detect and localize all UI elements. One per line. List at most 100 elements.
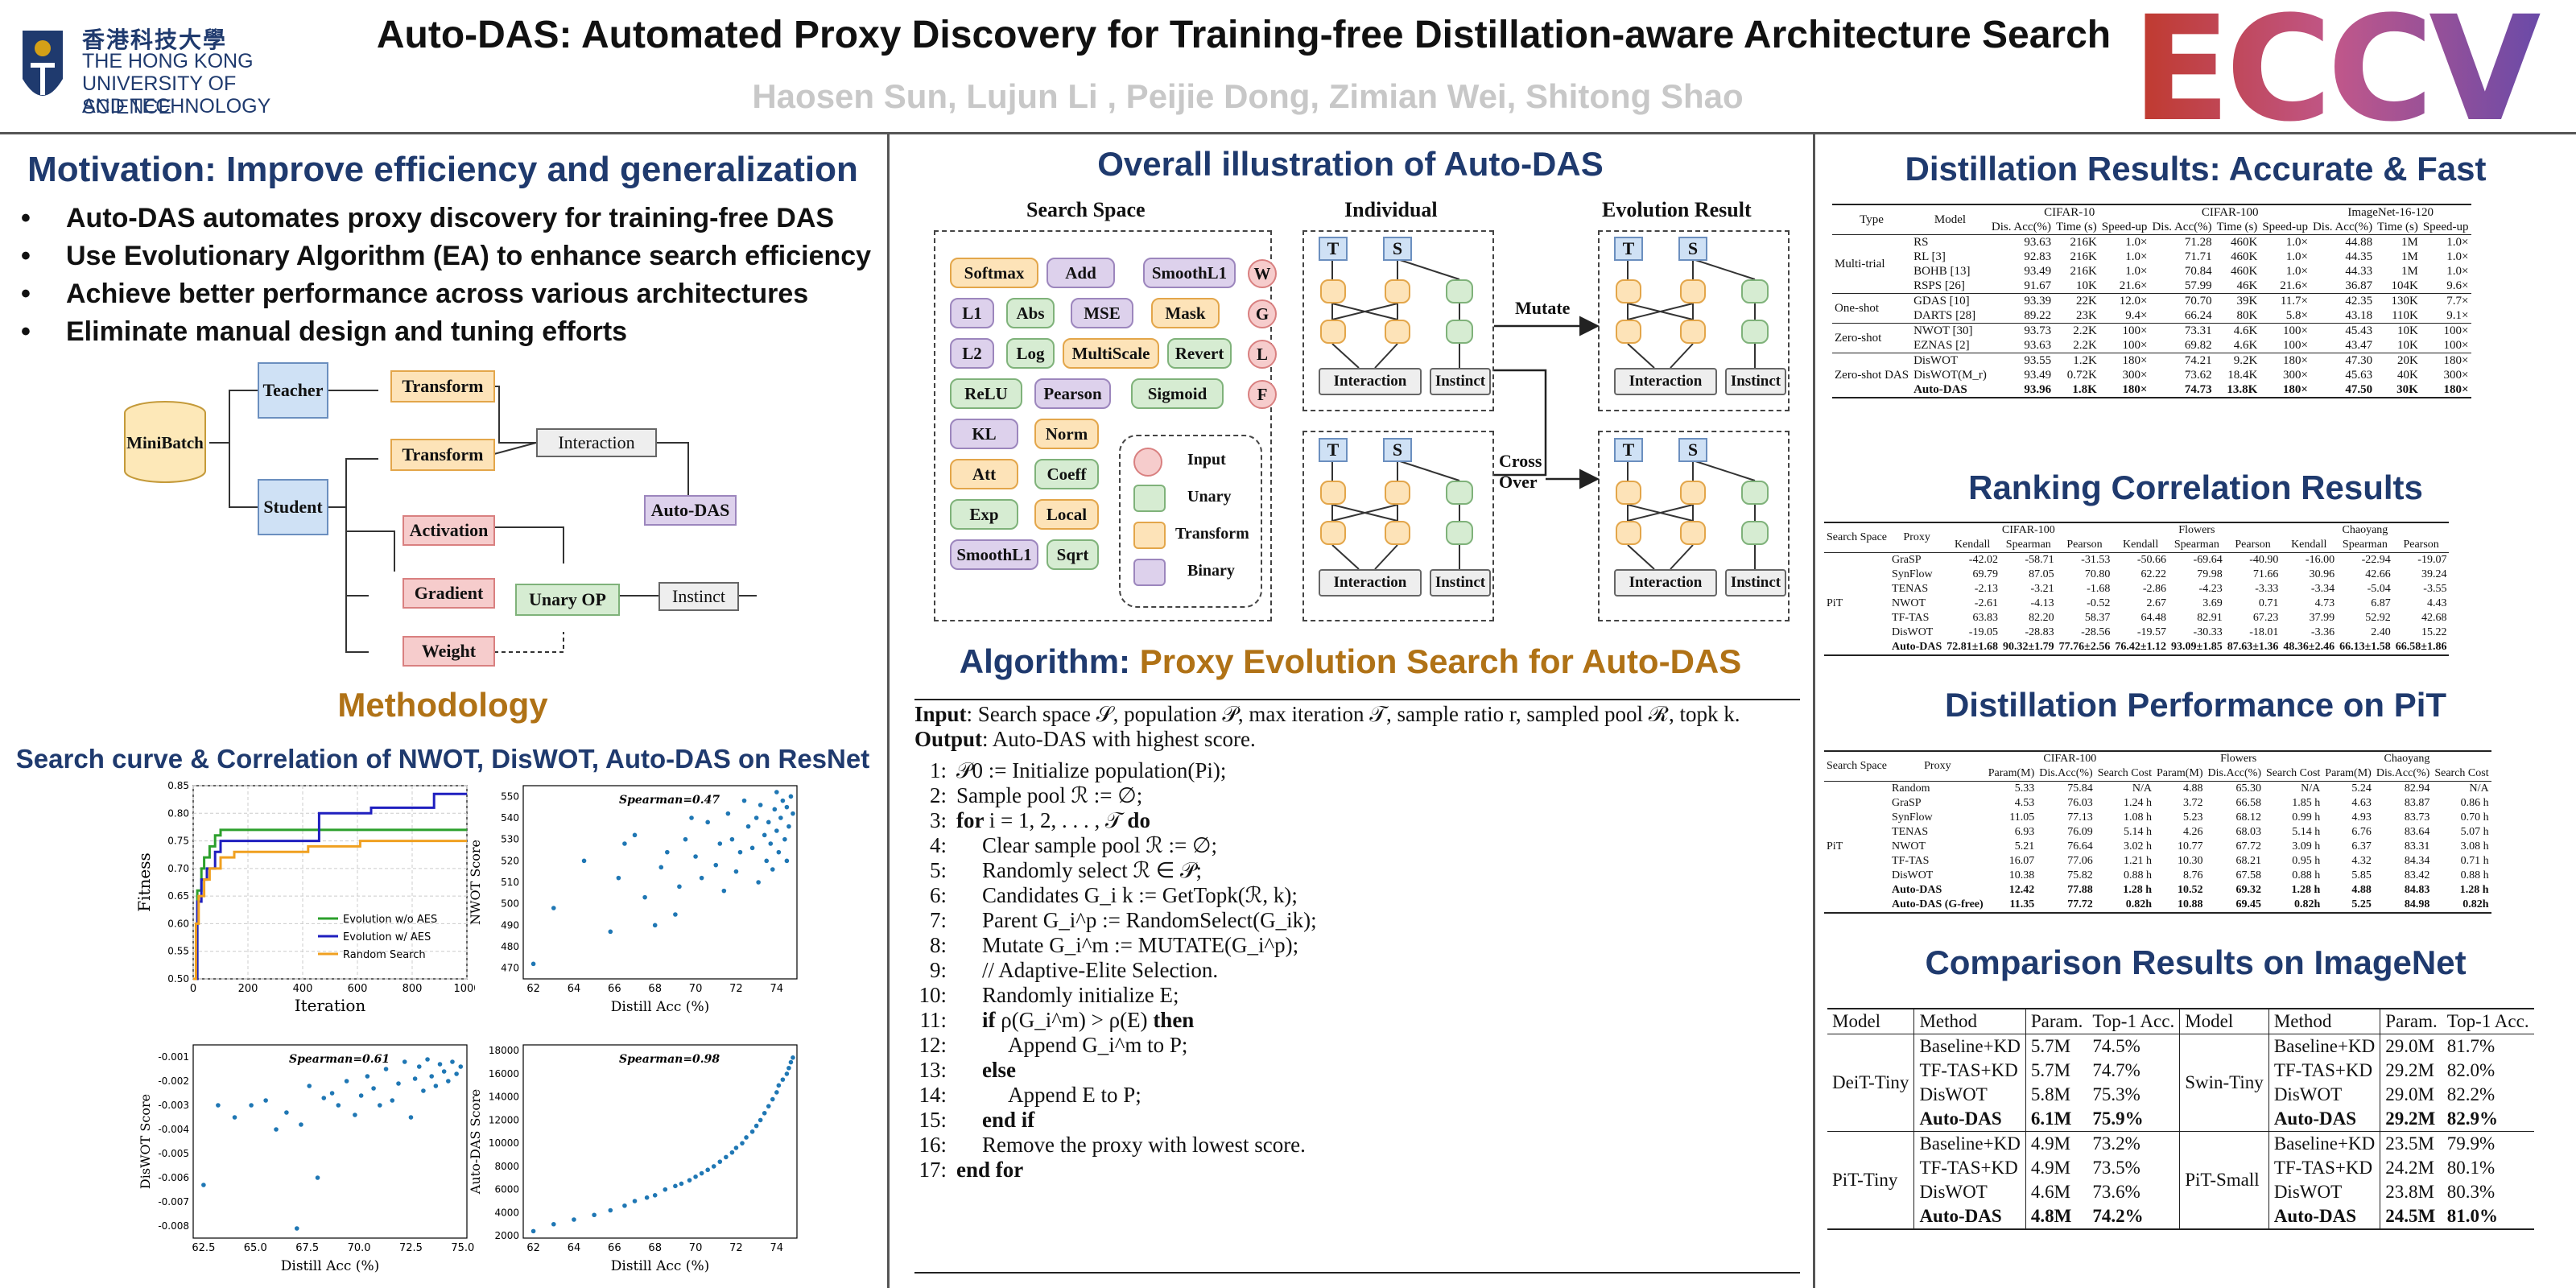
y-tick-label: -0.006 <box>158 1172 189 1183</box>
scatter-point <box>412 1076 418 1081</box>
table-cell: 180× <box>2282 383 2308 396</box>
student-node: S <box>1383 438 1412 462</box>
algorithm-step: 12:Append G_i^m to P; <box>914 1033 1800 1058</box>
table-cell: 81.0% <box>2446 1206 2498 1226</box>
table-cell: 10K <box>2075 279 2097 292</box>
evolution-result-label: Evolution Result <box>1602 198 1752 221</box>
scatter-point <box>776 1083 782 1088</box>
y-tick-label: -0.005 <box>158 1148 189 1159</box>
column-header: Top-1 Acc. <box>2446 1011 2529 1031</box>
table-cell: 29.0M <box>2380 1083 2442 1107</box>
bullet-item: Achieve better performance across variou… <box>16 275 871 313</box>
table-cell: 9.2K <box>2233 354 2258 367</box>
table-cell: 1M <box>2401 236 2418 249</box>
step-number: 17: <box>919 1158 947 1182</box>
bullet-item: Auto-DAS automates proxy discovery for t… <box>16 200 871 237</box>
teacher-label: Teacher <box>262 380 324 400</box>
table-cell: 75.82 <box>2067 869 2093 881</box>
search-space-chip: L <box>1248 340 1277 369</box>
algorithm-output: Output: Auto-DAS with highest score. <box>914 727 1800 752</box>
table-cell: 180× <box>2443 383 2469 396</box>
table-cell: TF-TAS <box>1892 612 1930 624</box>
algorithm-title-name: Proxy Evolution Search for Auto-DAS <box>1139 642 1742 680</box>
plot-area <box>192 785 468 980</box>
scatter-point <box>446 1079 451 1084</box>
table-cell: -22.94 <box>2361 554 2391 566</box>
transform-node <box>1385 279 1410 303</box>
scatter-point <box>622 841 627 846</box>
scatter-point <box>294 1226 299 1231</box>
gradient-label: Gradient <box>414 583 484 603</box>
table-cell: 6.87 <box>2371 597 2391 609</box>
table-cell: TF-TAS+KD <box>2268 1156 2380 1180</box>
table-cell: 100× <box>2443 324 2469 337</box>
transform-node <box>1385 481 1410 505</box>
scatter-point <box>274 1127 279 1132</box>
y-axis-label: Fitness <box>137 852 154 912</box>
scatter-point <box>284 1110 289 1115</box>
scatter-point <box>652 1193 658 1198</box>
scatter-point <box>378 1103 382 1108</box>
individual-label: Individual <box>1344 198 1438 221</box>
table-cell: 20K <box>2397 354 2418 367</box>
scatter-point <box>693 854 698 859</box>
poster-authors: Haosen Sun, Lujun Li , Peijie Dong, Zimi… <box>752 77 1744 115</box>
algorithm-step: 5:Randomly select ℛ ∈ 𝒫; <box>914 858 1800 883</box>
table-cell: 300× <box>2122 369 2148 382</box>
scatter-point <box>581 858 587 864</box>
scatter-point <box>396 1081 401 1086</box>
scatter-point <box>402 1059 407 1064</box>
table-cell: 9.6× <box>2446 279 2469 292</box>
teacher-node: T <box>1614 438 1643 462</box>
table-cell: 77.76±2.56 <box>2058 641 2111 653</box>
y-tick-label: 12000 <box>489 1114 519 1125</box>
methodology-subtitle: Search curve & Correlation of NWOT, DisW… <box>15 744 870 774</box>
scatter-point <box>673 912 678 917</box>
scatter-point <box>749 1129 755 1134</box>
table-cell: 10.30 <box>2178 855 2203 867</box>
table-cell: 100× <box>2283 324 2308 337</box>
logo-line-chinese: 香港科技大學 <box>82 27 228 52</box>
table-cell: 84.83 <box>2404 884 2430 896</box>
table-cell: 3.72 <box>2183 797 2203 809</box>
unary-node <box>1446 320 1473 344</box>
scatter-point <box>551 1221 556 1227</box>
table-cell: -69.64 <box>2193 554 2223 566</box>
search-space-chip: ReLU <box>950 378 1022 409</box>
column-header: Search Space <box>1827 760 1888 772</box>
table-cell: -2.13 <box>1974 583 1998 595</box>
scatter-point <box>632 832 638 838</box>
table-cell: 69.45 <box>2235 898 2262 910</box>
column-header: Kendall <box>2123 539 2159 551</box>
column-header: Model <box>2179 1009 2269 1034</box>
table-cell: 44.88 <box>2345 236 2373 249</box>
x-axis-label: Distill Acc (%) <box>611 1258 709 1274</box>
y-tick-label: 8000 <box>494 1161 519 1172</box>
scatter-point <box>693 1174 698 1179</box>
table-cell: 46K <box>2236 279 2258 292</box>
search-space-chip: Sigmoid <box>1131 378 1224 409</box>
table-cell: -3.55 <box>2423 583 2447 595</box>
scatter-point <box>788 794 794 799</box>
algorithm-bottom-rule <box>914 1272 1800 1274</box>
group-label: One-shot <box>1835 302 1879 315</box>
instinct-node: Instinct <box>1725 569 1786 597</box>
unary-node <box>1446 481 1473 505</box>
table-cell: 64.48 <box>2140 612 2167 624</box>
methodology-title: Methodology <box>337 686 548 724</box>
y-tick-label: 0.65 <box>167 890 189 902</box>
series-line <box>193 840 467 980</box>
y-axis-label: NWOT Score <box>468 840 483 925</box>
table-cell: 29.2M <box>2380 1107 2442 1132</box>
x-axis-label: Distill Acc (%) <box>611 999 709 1015</box>
scatter-point <box>770 1096 775 1102</box>
table-cell: 5.25 <box>2351 898 2372 910</box>
scatter-point <box>321 1096 327 1100</box>
table-cell: 66.58 <box>2235 797 2262 809</box>
